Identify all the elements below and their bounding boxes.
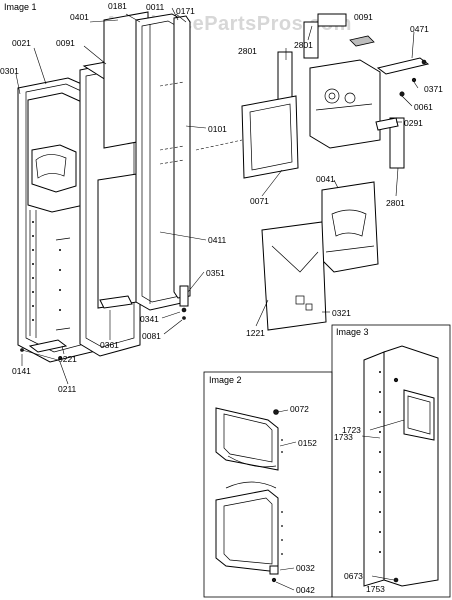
- callout-labels: 0021 0401 0181 0011 0171 0091 0091 0301 …: [0, 1, 443, 595]
- cover-0291: [375, 117, 399, 131]
- callout-2801-right: 2801: [386, 198, 405, 208]
- callout-1753: 1753: [366, 584, 385, 594]
- callout-0032: 0032: [296, 563, 315, 573]
- callout-0072: 0072: [290, 404, 309, 414]
- image-2-box: [203, 371, 333, 598]
- dispenser-housing: [309, 59, 381, 149]
- callout-0061: 0061: [414, 102, 433, 112]
- foam-block-2: [303, 21, 319, 59]
- callout-0351: 0351: [206, 268, 225, 278]
- callout-0141: 0141: [12, 366, 31, 376]
- bottom-hinge: [20, 339, 68, 361]
- callout-0321: 0321: [332, 308, 351, 318]
- callout-1221: 1221: [246, 328, 265, 338]
- foam-block-3: [389, 117, 405, 169]
- callout-0071: 0071: [250, 196, 269, 206]
- callout-0091-right: 0091: [354, 12, 373, 22]
- callout-1733: 1733: [334, 432, 353, 442]
- gasket-set: [215, 407, 283, 583]
- callout-0091-left: 0091: [56, 38, 75, 48]
- callout-0471: 0471: [410, 24, 429, 34]
- callout-0021: 0021: [12, 38, 31, 48]
- callout-0221: 0221: [58, 354, 77, 364]
- callout-0171: 0171: [176, 6, 195, 16]
- callout-0152: 0152: [298, 438, 317, 448]
- callout-0291: 0291: [404, 118, 423, 128]
- lead-1733: [361, 435, 381, 439]
- liner-panel: [363, 345, 439, 587]
- callout-0042: 0042: [296, 585, 315, 595]
- callout-0411: 0411: [208, 235, 227, 245]
- hinge-strip: [159, 15, 191, 299]
- lead-0042: [275, 581, 295, 591]
- image-1-title: Image 1: [4, 2, 37, 12]
- callout-0101: 0101: [208, 124, 227, 134]
- callout-0211: 0211: [58, 384, 77, 394]
- bottom-strip: [99, 295, 133, 309]
- callout-2801-left: 2801: [238, 46, 257, 56]
- chute-housing: [321, 181, 379, 273]
- callout-2801-mid: 2801: [294, 40, 313, 50]
- callout-0041: 0041: [316, 174, 335, 184]
- callout-0371: 0371: [424, 84, 443, 94]
- lead-0152: [279, 441, 297, 447]
- callout-0401: 0401: [70, 12, 89, 22]
- callout-0673: 0673: [344, 571, 363, 581]
- callout-0301: 0301: [0, 66, 19, 76]
- image-2-title: Image 2: [209, 375, 242, 385]
- hinge-pin: [179, 285, 189, 320]
- lever-0471: [376, 57, 430, 97]
- lead-0032: [279, 567, 295, 571]
- cube-0091: [349, 35, 375, 47]
- top-block: [317, 13, 347, 27]
- callout-0341: 0341: [140, 314, 159, 324]
- frame-0071: [195, 95, 299, 179]
- lead-0673: [371, 575, 395, 581]
- callout-1723: 1723: [342, 425, 361, 435]
- lead-1723: [369, 419, 405, 431]
- shield-plate: [261, 221, 327, 331]
- callout-0361: 0361: [100, 340, 119, 350]
- callout-0181: 0181: [108, 1, 127, 11]
- lead-0072: [277, 409, 289, 413]
- callout-0011: 0011: [146, 2, 165, 12]
- callout-0081: 0081: [142, 331, 161, 341]
- leader-lines: [15, 7, 419, 385]
- image-3-title: Image 3: [336, 327, 369, 337]
